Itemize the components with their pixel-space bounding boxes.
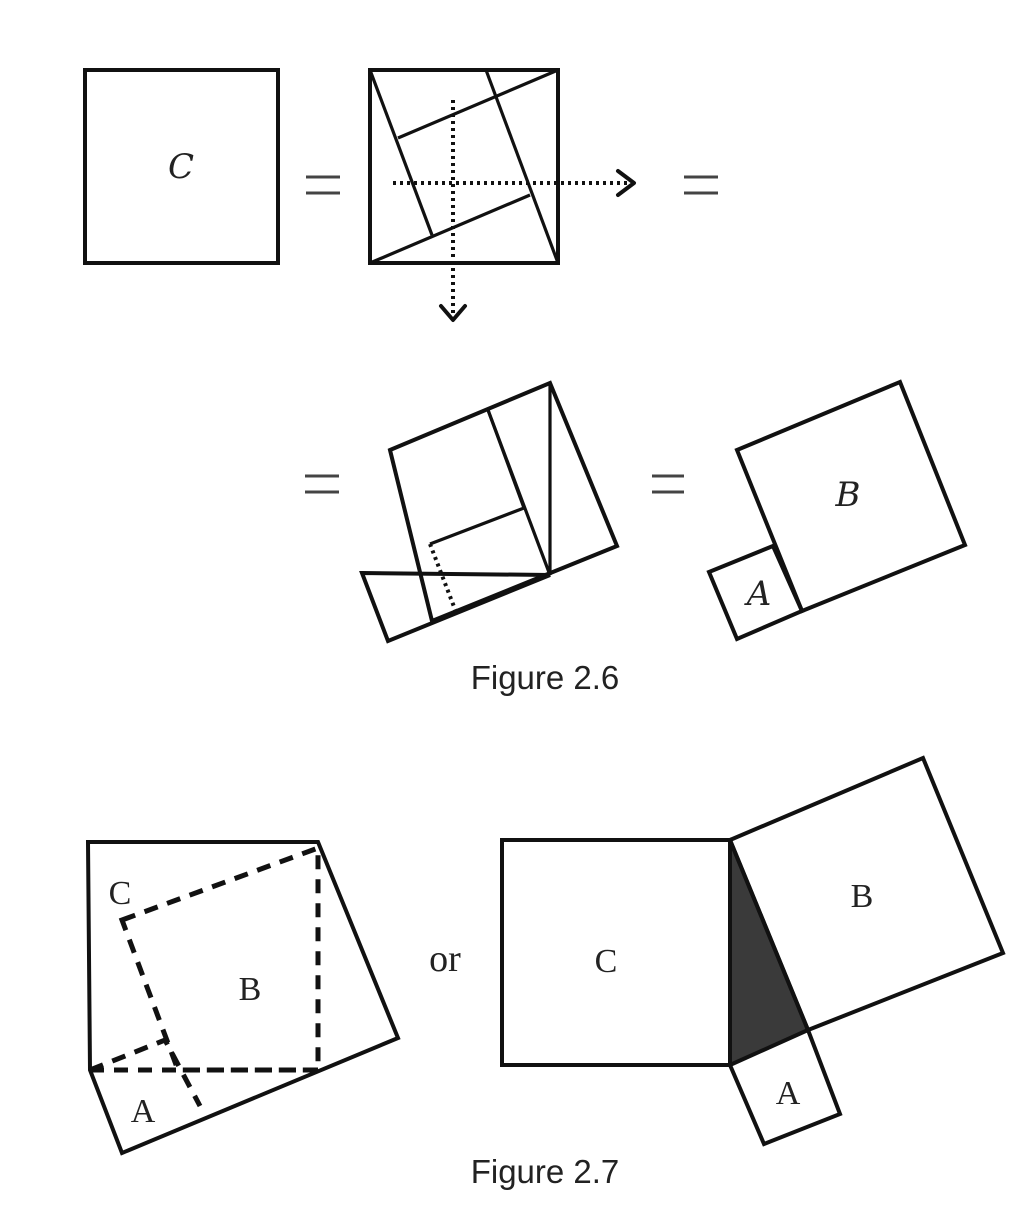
left-label-c: C	[109, 875, 132, 912]
piece-edge	[429, 506, 525, 546]
triangle-edge	[368, 69, 434, 236]
figure-2-7-caption: Figure 2.7	[471, 1153, 620, 1190]
square-c-label: C	[168, 147, 194, 187]
triangle-edge	[369, 193, 531, 265]
figure-2-6: C	[83, 68, 968, 696]
right-label-b: B	[851, 878, 874, 915]
figure-2-6-caption: Figure 2.6	[471, 659, 620, 696]
arrow-head-right-icon	[616, 169, 636, 197]
piece-edge	[486, 409, 552, 576]
rearranged-pieces	[359, 380, 620, 644]
square-a-outline	[706, 543, 805, 642]
triangle-edge	[484, 69, 560, 264]
dissected-square-outline	[368, 68, 560, 265]
square-b-outline	[734, 379, 968, 614]
right-label-a: A	[776, 1075, 801, 1112]
right-square-c	[500, 838, 732, 1067]
left-composite: C B A	[85, 840, 401, 1156]
shaded-triangle	[730, 840, 808, 1065]
triangle-edge	[397, 68, 559, 140]
dashed-square-a	[89, 1036, 203, 1108]
figure-2-7: C B A or C B A Figure 2.7	[85, 755, 1006, 1190]
dotted-cut-line	[428, 543, 458, 613]
dissected-square	[368, 68, 636, 322]
equals-sign-4	[652, 474, 684, 494]
rearranged-outline-b	[387, 380, 620, 624]
dashed-square-b	[118, 844, 321, 1073]
equals-sign-2	[684, 175, 718, 195]
left-composite-outline	[85, 840, 401, 1156]
left-label-a: A	[131, 1093, 156, 1130]
square-a-label: A	[744, 574, 772, 614]
equals-sign-3	[305, 474, 339, 494]
rearranged-outline-a	[359, 570, 551, 644]
left-label-b: B	[239, 971, 262, 1008]
right-square-a	[727, 1027, 843, 1147]
hypotenuse-edge	[727, 837, 811, 1033]
square-c: C	[83, 68, 280, 265]
squares-a-b: B A	[706, 379, 968, 642]
arrow-head-down-icon	[439, 304, 467, 322]
square-b-label: B	[835, 475, 861, 515]
right-composite: C B A	[500, 755, 1006, 1147]
right-label-c: C	[595, 943, 618, 980]
equals-sign-1	[306, 175, 340, 195]
or-connector: or	[429, 938, 461, 980]
square-c-outline	[83, 68, 280, 265]
